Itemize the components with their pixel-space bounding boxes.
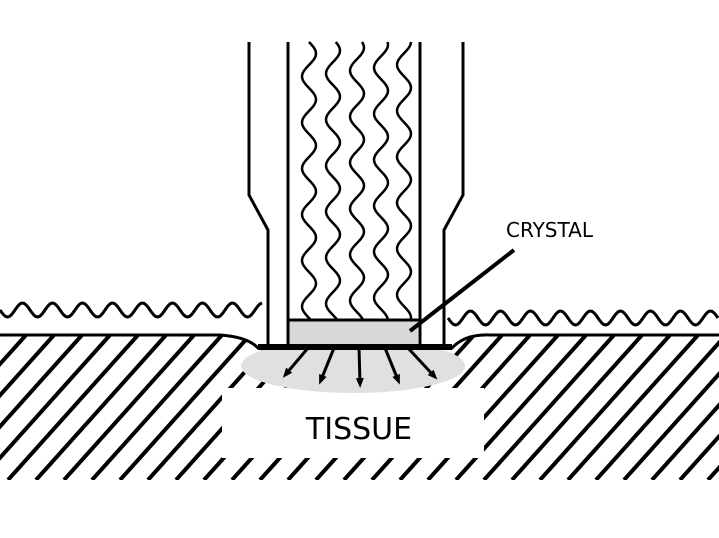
energy-zone — [241, 339, 465, 393]
hatch-line — [650, 334, 719, 480]
hatch-line — [34, 334, 168, 480]
hatch-line — [62, 334, 196, 480]
hatch-line — [0, 334, 84, 480]
energy-arrow-2 — [319, 347, 336, 385]
hatch-line — [6, 334, 140, 480]
ultrasound-wave-4 — [372, 41, 390, 321]
hatch-line — [622, 334, 719, 480]
hatch-line — [118, 334, 252, 480]
crystal-leader-line — [408, 248, 516, 333]
gel-wave-right — [446, 309, 719, 327]
energy-arrow-5 — [406, 346, 438, 380]
ultrasound-wave-5 — [395, 41, 413, 321]
hatch-line — [594, 334, 719, 480]
hatch-line — [90, 334, 224, 480]
gel-wave-left — [0, 301, 263, 319]
probe-outer-left-wall — [247, 42, 270, 345]
crystal-face — [288, 320, 418, 348]
energy-arrow-1 — [282, 347, 310, 378]
ultrasound-waves — [300, 41, 413, 321]
ultrasound-wave-2 — [324, 41, 342, 321]
hatch-line — [482, 334, 616, 480]
tissue-label: TISSUE — [305, 412, 412, 447]
probe-housing — [247, 42, 465, 345]
hatch-line — [0, 334, 28, 480]
probe-outer-right-wall — [442, 42, 465, 345]
hatch-line — [510, 334, 644, 480]
hatch-line — [538, 334, 672, 480]
hatch-line — [678, 334, 719, 480]
tissue-label-area — [222, 388, 484, 458]
hatch-line — [0, 334, 56, 480]
crystal-label: CRYSTAL — [506, 218, 594, 242]
hatch-line — [566, 334, 700, 480]
hatch-line — [0, 334, 112, 480]
energy-arrows — [282, 346, 438, 388]
energy-arrow-3 — [355, 347, 364, 388]
ultrasound-wave-1 — [300, 41, 318, 321]
energy-arrow-4 — [383, 347, 400, 385]
ultrasound-wave-3 — [348, 41, 366, 321]
